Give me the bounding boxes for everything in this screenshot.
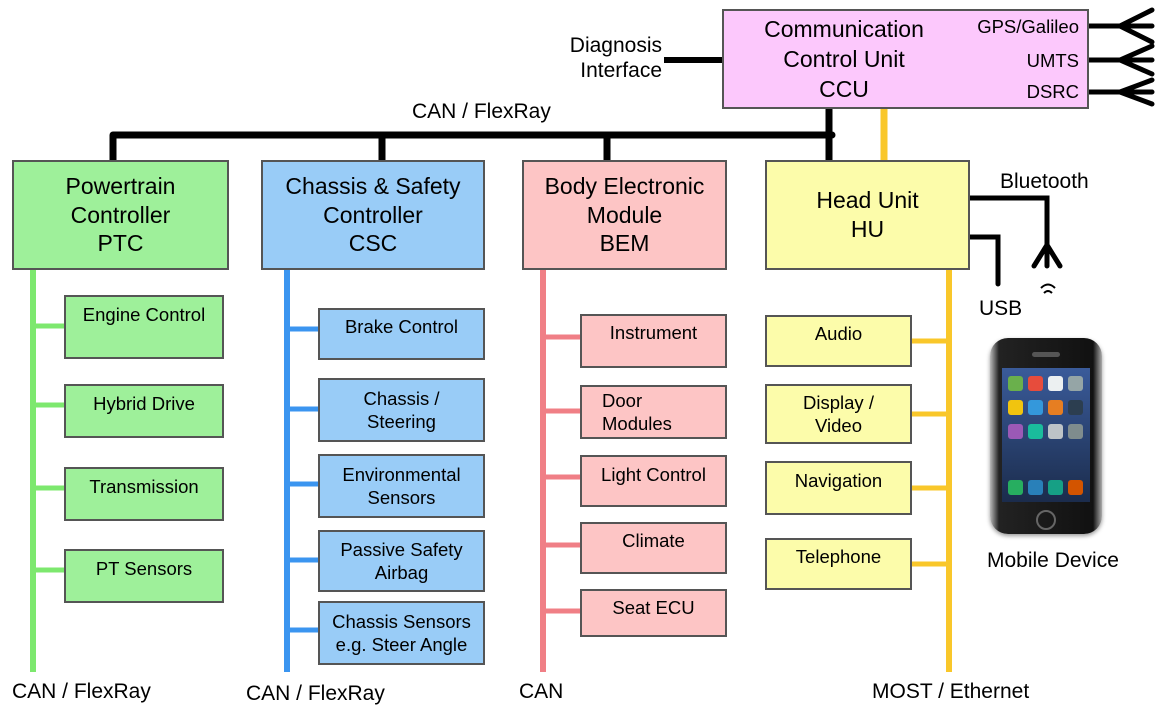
bem-box: Body Electronic Module BEM <box>522 160 727 270</box>
phone-home-button <box>1036 510 1056 530</box>
usb-line <box>967 234 1001 287</box>
ccu-port-gps: GPS/Galileo <box>977 16 1079 37</box>
phone-screen <box>1002 368 1090 502</box>
module-climate: Climate <box>580 522 727 574</box>
ccu-port-umts: UMTS <box>1026 50 1079 71</box>
module-hybrid-drive: Hybrid Drive <box>64 384 224 438</box>
ccu-port-dsrc: DSRC <box>1026 81 1079 102</box>
module-chassis-steering: Chassis / Steering <box>318 378 485 442</box>
module-display-video: Display / Video <box>765 384 912 444</box>
module-pt-sensors: PT Sensors <box>64 549 224 603</box>
module-passive-safety-airbag: Passive Safety Airbag <box>318 530 485 592</box>
module-telephone: Telephone <box>765 538 912 590</box>
bluetooth-line <box>967 195 1050 248</box>
hu-bus-label: MOST / Ethernet <box>872 680 1030 703</box>
mobile-device-label: Mobile Device <box>987 549 1119 572</box>
hu-box: Head Unit HU <box>765 160 970 270</box>
module-brake-control: Brake Control <box>318 308 485 360</box>
module-environmental-sensors: Environmental Sensors <box>318 454 485 518</box>
ptc-bus-label: CAN / FlexRay <box>12 680 151 703</box>
module-instrument: Instrument <box>580 314 727 368</box>
csc-title: Chassis & Safety Controller CSC <box>285 172 461 257</box>
bem-bus-label: CAN <box>519 680 564 703</box>
bluetooth-antenna-icon <box>1031 242 1063 269</box>
module-light-control: Light Control <box>580 455 727 507</box>
csc-box: Chassis & Safety Controller CSC <box>261 160 485 270</box>
ptc-title: Powertrain Controller PTC <box>65 172 176 257</box>
phone-speaker <box>1032 352 1060 357</box>
csc-bus-label: CAN / FlexRay <box>246 682 385 705</box>
module-audio: Audio <box>765 315 912 367</box>
ccu-box: Communication Control Unit CCU GPS/Galil… <box>722 9 1089 109</box>
wireless-signal-icon <box>1040 283 1056 294</box>
ccu-antennas <box>1084 7 1155 107</box>
ccu-title: Communication Control Unit CCU <box>764 16 924 102</box>
bem-title: Body Electronic Module BEM <box>544 172 705 257</box>
module-door-modules: Door Modules <box>580 385 727 439</box>
ptc-box: Powertrain Controller PTC <box>12 160 229 270</box>
hu-title: Head Unit HU <box>816 187 919 242</box>
module-seat-ecu: Seat ECU <box>580 589 727 637</box>
main-bus-label: CAN / FlexRay <box>412 100 551 123</box>
module-chassis-sensors: Chassis Sensors e.g. Steer Angle <box>318 601 485 665</box>
diagnosis-interface-label: Diagnosis Interface <box>569 34 662 83</box>
usb-label: USB <box>979 297 1023 320</box>
module-transmission: Transmission <box>64 467 224 521</box>
module-engine-control: Engine Control <box>64 295 224 359</box>
mobile-phone-image <box>990 338 1102 534</box>
bluetooth-label: Bluetooth <box>1000 170 1089 193</box>
module-navigation: Navigation <box>765 461 912 515</box>
